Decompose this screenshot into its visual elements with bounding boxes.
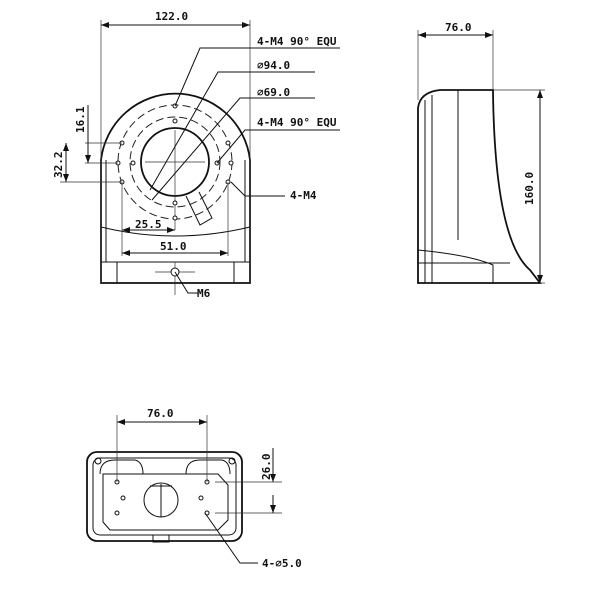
callout-side-holes: 4-M4 xyxy=(290,189,317,202)
dimension-51: 51.0 xyxy=(160,240,187,253)
callout-outer-diameter: ∅94.0 xyxy=(257,59,290,72)
bottom-spacing-dimension: 76.0 xyxy=(147,407,174,420)
bottom-view: 76.0 26.0 4-∅5.0 xyxy=(86,407,302,570)
bottom-hole-callout: 4-∅5.0 xyxy=(262,557,302,570)
dimension-25-5: 25.5 xyxy=(135,218,162,231)
front-width-dimension: 122.0 xyxy=(155,10,188,23)
side-depth-dimension: 76.0 xyxy=(445,21,472,34)
front-view: 122.0 4-M4 90° EQU ∅94.0 ∅69.0 4-M4 90° … xyxy=(52,10,340,300)
callout-m6: M6 xyxy=(197,287,211,300)
side-view: 76.0 160.0 xyxy=(417,21,545,284)
callout-top-holes: 4-M4 90° EQU xyxy=(257,35,337,48)
bottom-vertical-dimension: 26.0 xyxy=(260,454,273,481)
dimension-16-1: 16.1 xyxy=(74,106,87,133)
callout-inner-diameter: ∅69.0 xyxy=(257,86,290,99)
callout-inner-holes: 4-M4 90° EQU xyxy=(257,116,337,129)
side-height-dimension: 160.0 xyxy=(523,172,536,205)
dimension-32-2: 32.2 xyxy=(52,152,65,179)
